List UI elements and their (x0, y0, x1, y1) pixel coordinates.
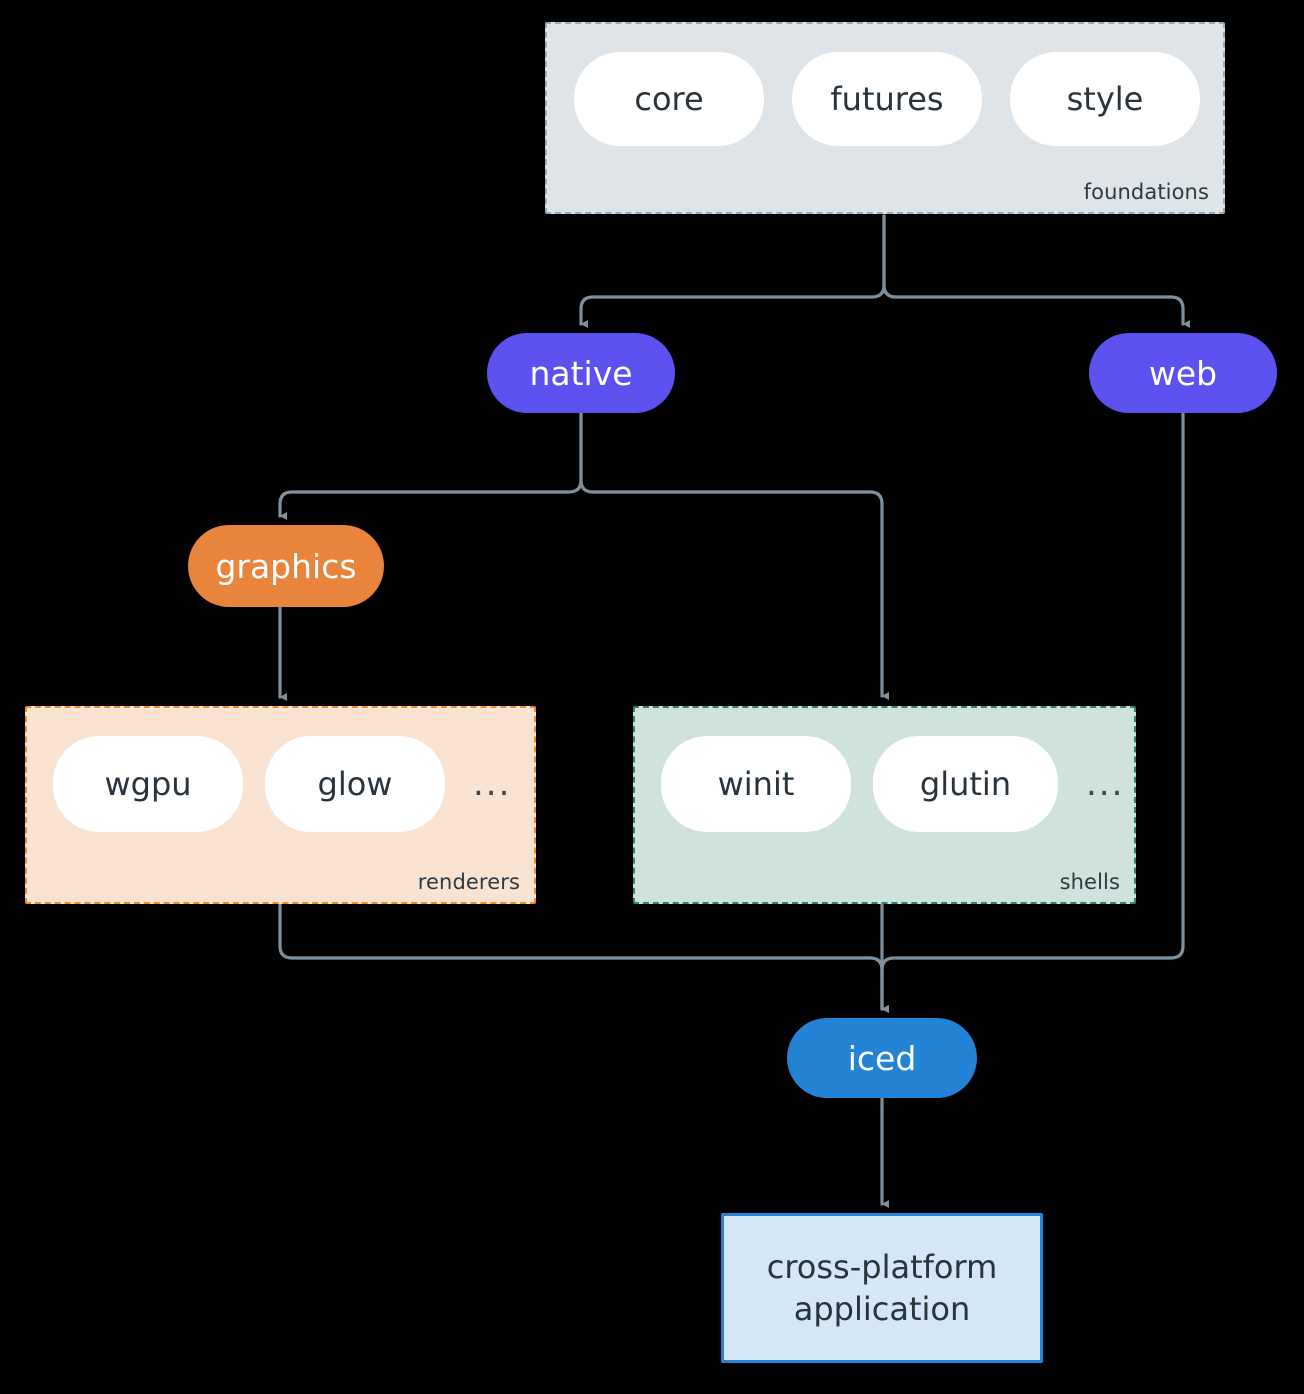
member-glow[interactable]: glow (265, 736, 445, 832)
foundations-member-row: core futures style (574, 52, 1200, 146)
group-foundations: core futures style foundations (545, 22, 1225, 214)
member-winit[interactable]: winit (661, 736, 851, 832)
member-wgpu[interactable]: wgpu (53, 736, 243, 832)
renderers-overflow-ellipsis: ... (473, 764, 512, 804)
member-core[interactable]: core (574, 52, 764, 146)
member-glutin[interactable]: glutin (873, 736, 1058, 832)
member-style[interactable]: style (1010, 52, 1200, 146)
shells-member-row: winit glutin ... (661, 736, 1124, 832)
member-futures[interactable]: futures (792, 52, 982, 146)
renderers-member-row: wgpu glow ... (53, 736, 511, 832)
node-native[interactable]: native (487, 333, 675, 413)
edge-renderers-iced (278, 902, 889, 1013)
group-label-shells: shells (1059, 870, 1120, 894)
group-label-foundations: foundations (1083, 180, 1209, 204)
node-web[interactable]: web (1089, 333, 1277, 413)
edge-foundations-native (579, 214, 886, 328)
group-shells: winit glutin ... shells (633, 706, 1136, 904)
group-label-renderers: renderers (417, 870, 520, 894)
group-renderers: wgpu glow ... renderers (25, 706, 536, 904)
edge-native-shells (579, 411, 889, 700)
application-line-2: application (793, 1290, 971, 1328)
application-line-1: cross-platform (766, 1247, 998, 1286)
node-graphics[interactable]: graphics (188, 525, 384, 607)
node-iced[interactable]: iced (787, 1018, 977, 1098)
shells-overflow-ellipsis: ... (1086, 764, 1125, 804)
edge-foundations-web (882, 214, 1190, 328)
edge-native-graphics (278, 411, 583, 520)
node-cross-platform-application[interactable]: cross-platform application (721, 1213, 1043, 1363)
